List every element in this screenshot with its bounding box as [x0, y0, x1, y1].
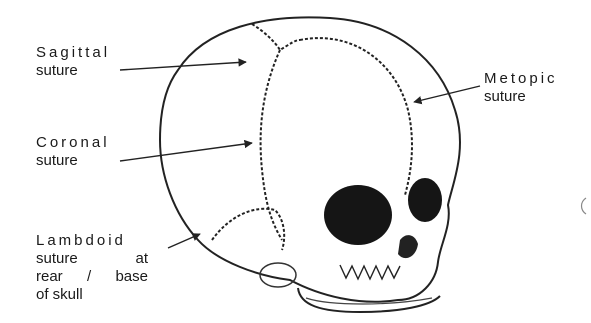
- teeth: [340, 265, 400, 279]
- lambdoid-label-line3: rear / base: [36, 268, 148, 286]
- coronal-label-line2: suture: [36, 152, 110, 170]
- sagittal-label-line2: suture: [36, 62, 110, 80]
- metopic-suture-line: [300, 38, 412, 195]
- sagittal-label-line1: Sagittal: [36, 44, 110, 62]
- lambdoid-label-line2-word1: suture: [36, 250, 78, 268]
- coronal-label: Coronal suture: [36, 134, 110, 170]
- lambdoid-suture-line: [212, 209, 284, 250]
- sagittal-label: Sagittal suture: [36, 44, 110, 80]
- lambdoid-label-line1: Lambdoid: [36, 232, 148, 250]
- metopic-label: Metopic suture: [484, 70, 558, 106]
- lambdoid-label-line4: of skull: [36, 286, 148, 304]
- nasal-cavity: [398, 235, 418, 258]
- coronal-arrow: [120, 143, 252, 161]
- lambdoid-label-line3-word3: base: [115, 268, 148, 286]
- coronal-label-line1: Coronal: [36, 134, 110, 152]
- eye-socket-right: [408, 178, 442, 222]
- sagittal-suture-line: [252, 24, 300, 50]
- lambdoid-label-line3-word1: rear: [36, 268, 63, 286]
- metopic-label-line2: suture: [484, 88, 558, 106]
- lambdoid-label: Lambdoid suture at rear / base of skull: [36, 232, 148, 304]
- edge-mark: [582, 198, 587, 214]
- skull-outline: [160, 17, 460, 301]
- lambdoid-label-line3-word2: /: [87, 268, 91, 286]
- lambdoid-label-line2: suture at: [36, 250, 148, 268]
- eye-socket-left: [324, 185, 392, 245]
- lambdoid-label-line2-word2: at: [135, 250, 148, 268]
- coronal-suture-line: [261, 50, 282, 240]
- lambdoid-arrow: [168, 234, 200, 248]
- metopic-label-line1: Metopic: [484, 70, 558, 88]
